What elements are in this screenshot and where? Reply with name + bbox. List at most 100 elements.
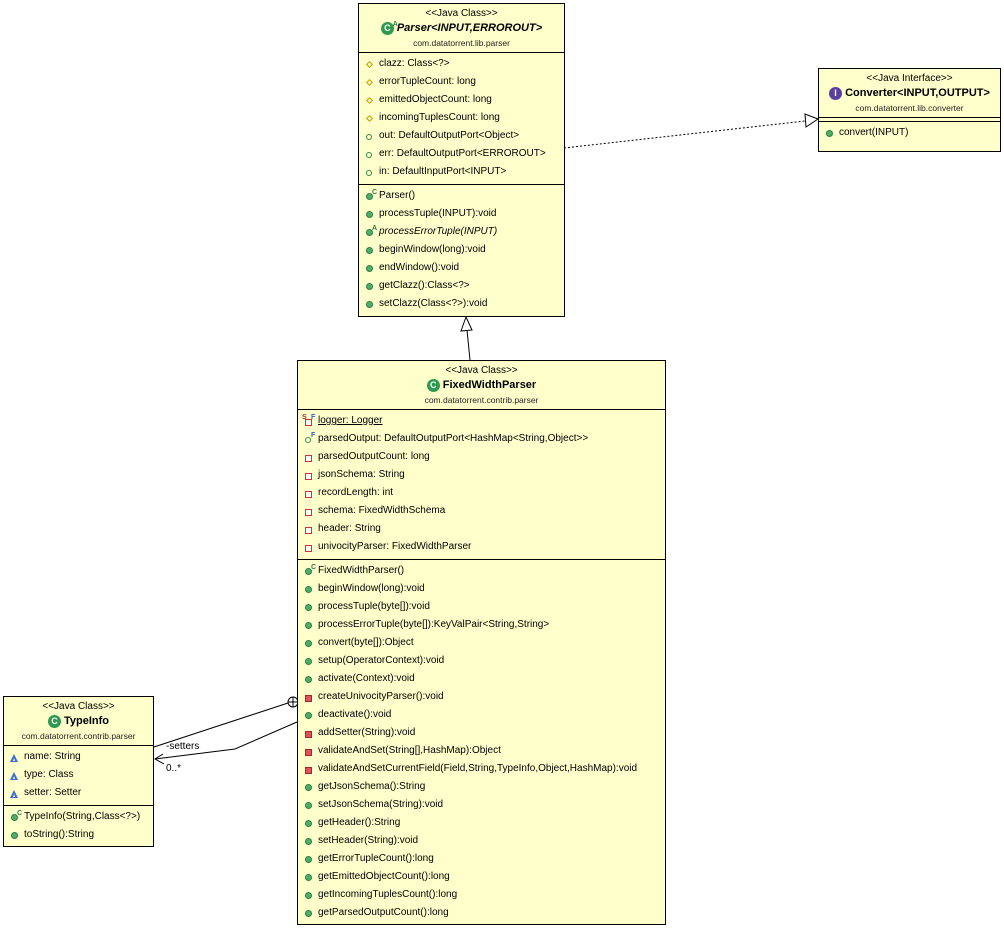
public-method-icon	[365, 210, 374, 219]
constructor-icon: C	[304, 564, 316, 576]
public-method-icon	[304, 801, 313, 810]
association-arrowhead	[154, 753, 165, 765]
constructor-icon: C	[10, 810, 22, 822]
private-method-icon	[304, 693, 313, 702]
operation-row[interactable]: setJsonSchema(String):void	[298, 796, 665, 814]
class-icon: C	[426, 379, 440, 392]
attribute-row[interactable]: schema: FixedWidthSchema	[298, 502, 665, 520]
attribute-row[interactable]: emittedObjectCount: long	[359, 91, 564, 109]
public-method-icon	[304, 639, 313, 648]
attribute-row[interactable]: name: String	[4, 748, 153, 766]
operation-row[interactable]: deactivate():void	[298, 706, 665, 724]
interface-converter[interactable]: <<Java Interface>> I Converter<INPUT,OUT…	[818, 68, 1001, 152]
class-fixed-width-parser[interactable]: <<Java Class>> C FixedWidthParser com.da…	[297, 360, 666, 925]
operation-row[interactable]: validateAndSetCurrentField(Field,String,…	[298, 760, 665, 778]
operation-row[interactable]: getIncomingTuplesCount():long	[298, 886, 665, 904]
package-name: com.datatorrent.contrib.parser	[424, 395, 539, 405]
operation-row[interactable]: processTuple(INPUT):void	[359, 205, 564, 223]
operation-row[interactable]: getEmittedObjectCount():long	[298, 868, 665, 886]
operations-section: convert(INPUT)	[819, 122, 1000, 145]
operation-row[interactable]: setClazz(Class<?>):void	[359, 295, 564, 313]
stereotype: <<Java Interface>>	[866, 73, 953, 84]
attribute-row[interactable]: header: String	[298, 520, 665, 538]
operation-row[interactable]: getJsonSchema():String	[298, 778, 665, 796]
public-method-icon	[304, 819, 313, 828]
class-name: FixedWidthParser	[442, 379, 537, 391]
realization-arrowhead	[804, 113, 820, 128]
stereotype: <<Java Class>>	[425, 8, 498, 19]
public-method-icon	[825, 129, 834, 138]
class-name: TypeInfo	[63, 715, 109, 727]
operation-row[interactable]: getClazz():Class<?>	[359, 277, 564, 295]
attribute-row[interactable]: parsedOutputCount: long	[298, 448, 665, 466]
nesting-line	[153, 702, 289, 748]
attribute-row[interactable]: clazz: Class<?>	[359, 55, 564, 73]
operation-row[interactable]: processTuple(byte[]):void	[298, 598, 665, 616]
operation-row[interactable]: beginWindow(long):void	[359, 241, 564, 259]
protected-field-icon	[365, 96, 374, 105]
operation-row[interactable]: convert(byte[]):Object	[298, 634, 665, 652]
public-method-icon	[365, 246, 374, 255]
attribute-row[interactable]: out: DefaultOutputPort<Object>	[359, 127, 564, 145]
association-role-label: -setters	[166, 741, 200, 752]
attribute-row[interactable]: jsonSchema: String	[298, 466, 665, 484]
operation-row[interactable]: beginWindow(long):void	[298, 580, 665, 598]
operation-row[interactable]: getParsedOutputCount():long	[298, 904, 665, 922]
attributes-section: name: String type: Class setter: Setter	[4, 746, 153, 806]
operation-row[interactable]: getErrorTupleCount():long	[298, 850, 665, 868]
attribute-row[interactable]: in: DefaultInputPort<INPUT>	[359, 163, 564, 181]
association-line	[154, 721, 298, 760]
package-name: com.datatorrent.contrib.parser	[21, 731, 136, 741]
attribute-row[interactable]: recordLength: int	[298, 484, 665, 502]
stereotype: <<Java Class>>	[42, 701, 115, 712]
operation-row[interactable]: setHeader(String):void	[298, 832, 665, 850]
private-field-icon	[304, 489, 313, 498]
operation-row[interactable]: getHeader():String	[298, 814, 665, 832]
private-field-icon	[304, 507, 313, 516]
attribute-row[interactable]: incomingTuplesCount: long	[359, 109, 564, 127]
public-field-icon	[365, 168, 374, 177]
package-field-icon	[10, 789, 19, 798]
class-type-info[interactable]: <<Java Class>> C TypeInfo com.datatorren…	[3, 696, 154, 847]
operation-row[interactable]: processErrorTuple(byte[]):KeyValPair<Str…	[298, 616, 665, 634]
attribute-row[interactable]: univocityParser: FixedWidthParser	[298, 538, 665, 556]
public-method-icon	[304, 603, 313, 612]
abstract-method-icon: A	[365, 225, 377, 237]
operation-row[interactable]: toString():String	[4, 826, 153, 844]
attribute-row[interactable]: type: Class	[4, 766, 153, 784]
attribute-row[interactable]: setter: Setter	[4, 784, 153, 802]
operation-row[interactable]: endWindow():void	[359, 259, 564, 277]
operation-row[interactable]: convert(INPUT)	[819, 124, 1000, 142]
attributes-section	[819, 118, 1000, 122]
operation-row[interactable]: addSetter(String):void	[298, 724, 665, 742]
public-field-icon	[365, 132, 374, 141]
public-method-icon	[304, 837, 313, 846]
public-method-icon	[365, 300, 374, 309]
attribute-row[interactable]: errorTupleCount: long	[359, 73, 564, 91]
private-method-icon	[304, 765, 313, 774]
protected-field-icon	[365, 114, 374, 123]
operation-row[interactable]: setup(OperatorContext):void	[298, 652, 665, 670]
operation-row[interactable]: createUnivocityParser():void	[298, 688, 665, 706]
stereotype: <<Java Class>>	[445, 365, 518, 376]
public-method-icon	[304, 783, 313, 792]
class-name: Parser<INPUT,ERROROUT>	[396, 22, 543, 34]
public-method-icon	[304, 873, 313, 882]
operation-row[interactable]: validateAndSet(String[],HashMap):Object	[298, 742, 665, 760]
operation-row[interactable]: activate(Context):void	[298, 670, 665, 688]
attribute-row[interactable]: err: DefaultOutputPort<ERROROUT>	[359, 145, 564, 163]
generalization-arrowhead	[460, 315, 473, 332]
